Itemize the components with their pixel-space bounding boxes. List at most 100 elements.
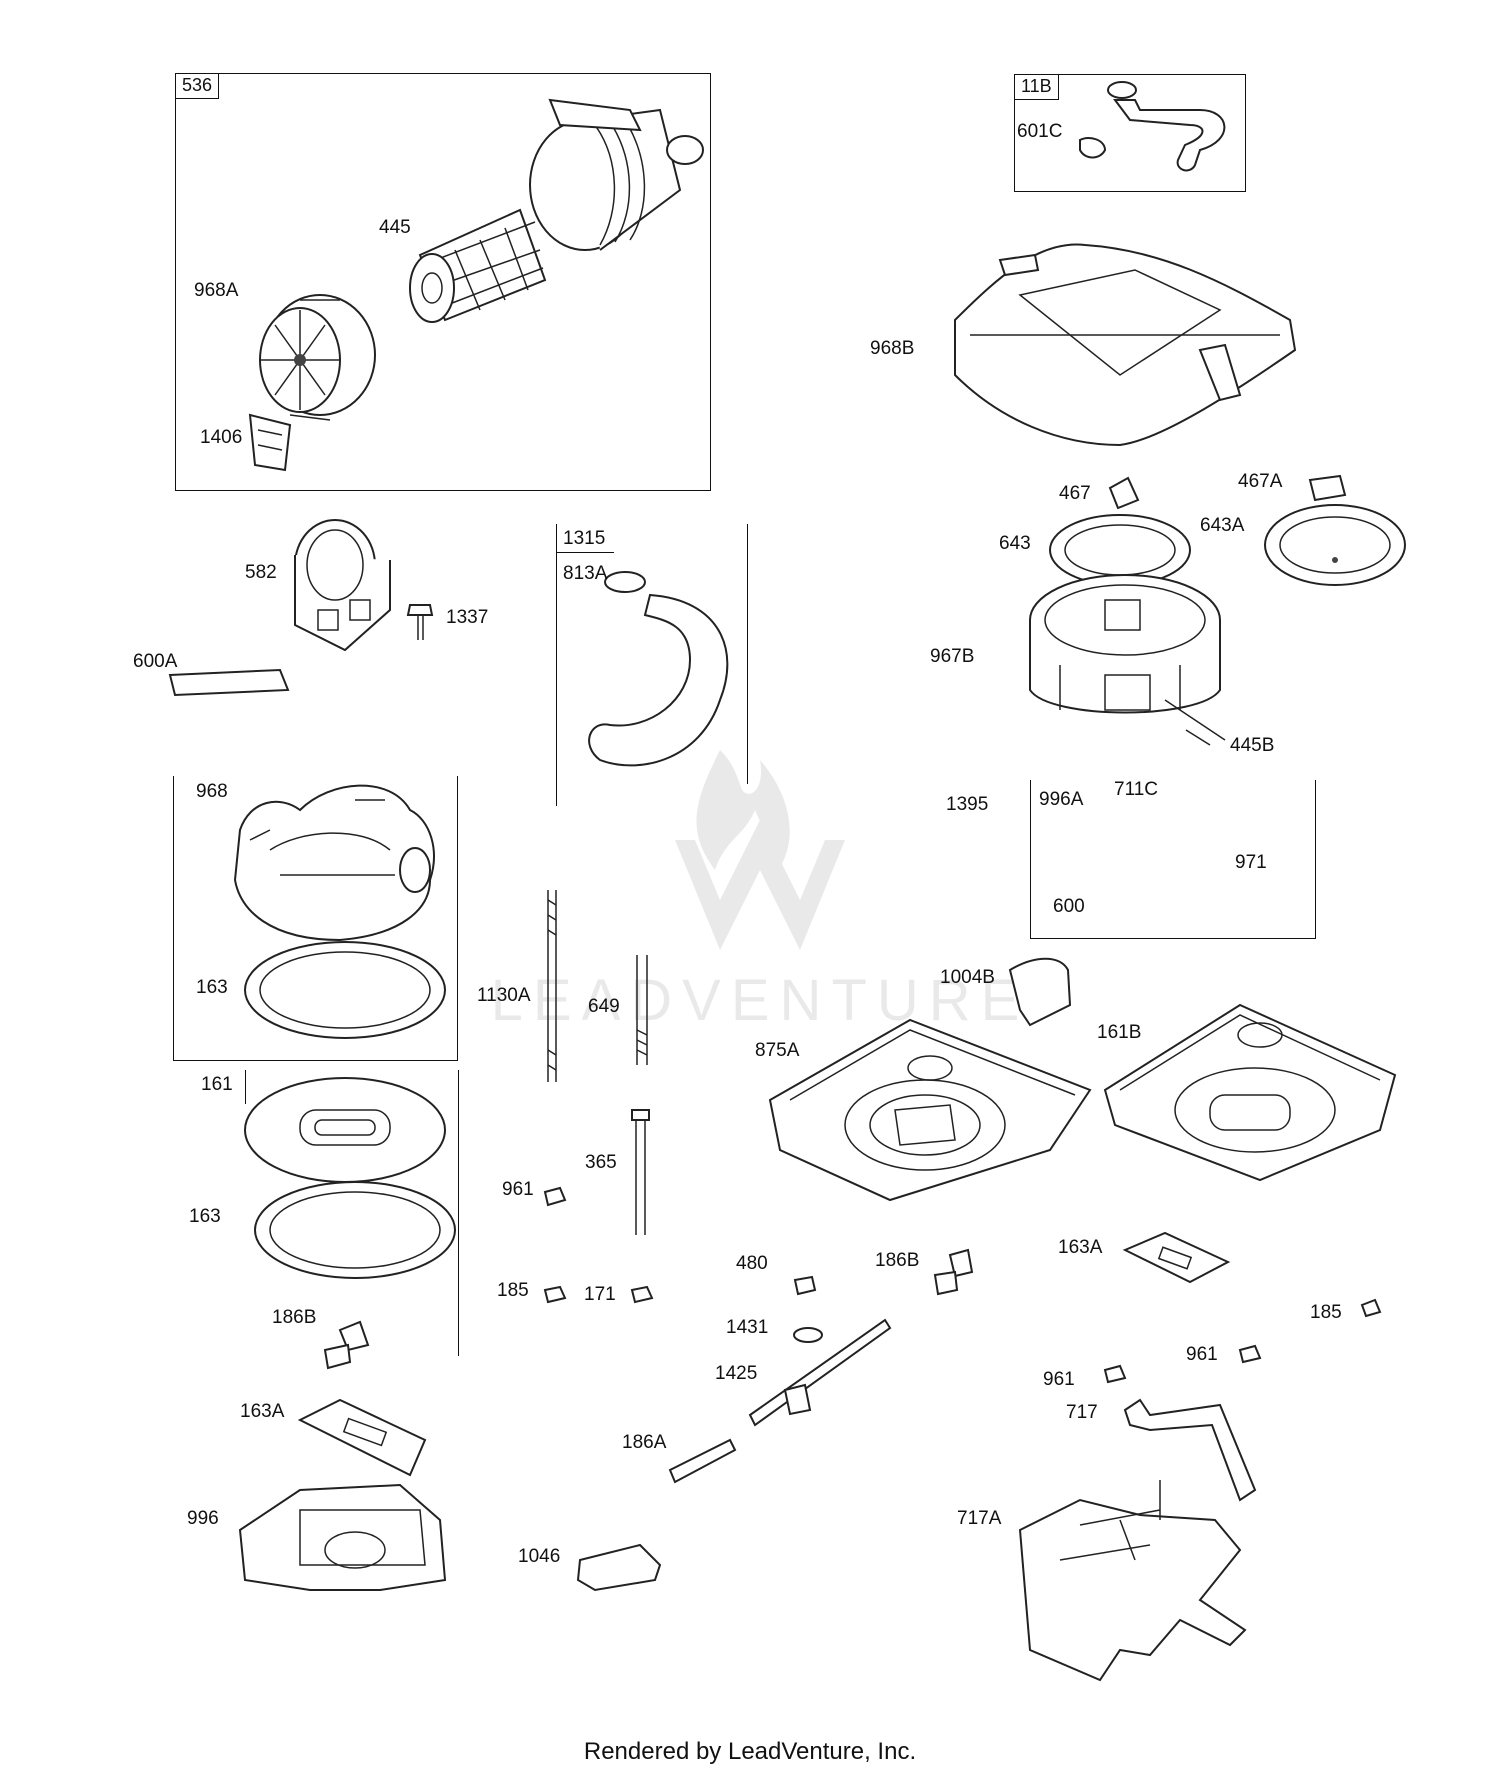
label-600: 600 [1053,896,1085,917]
hose-1315 [588,593,729,767]
label-480: 480 [736,1253,768,1274]
plate-996 [238,1483,447,1591]
label-467a: 467A [1238,471,1283,492]
air-cleaner-cover-968b [954,243,1297,447]
fitting-186b-left [323,1320,370,1370]
label-161: 161 [201,1074,233,1095]
tube-186a [668,1438,737,1484]
bracket-582 [294,519,391,652]
bracket-717a [1018,1480,1247,1682]
label-600a: 600A [133,651,178,672]
group-box-161 [212,1070,459,1356]
gasket-163-mid [254,1181,456,1279]
label-467: 467 [1059,483,1091,504]
part-1004b [1008,957,1072,1027]
pre-cleaner-967b [1029,574,1226,741]
air-cleaner-cover-968a [259,294,376,421]
filter-element-445 [409,208,547,323]
screw-961-right2 [1103,1364,1127,1384]
group-tag-11b: 11B [1014,74,1059,100]
group-box-968 [173,776,458,1061]
label-163a-right: 163A [1058,1237,1103,1258]
bolt-1337 [406,604,434,640]
label-711c: 711C [1114,779,1159,800]
group-tag-1315-underline [556,552,614,553]
label-1046: 1046 [518,1546,561,1567]
gasket-163a-right [1122,1231,1231,1284]
label-163a-left: 163A [240,1401,285,1422]
label-1004b: 1004B [940,967,995,988]
label-961-right2: 961 [1043,1369,1075,1390]
group-box-11b [1014,74,1246,192]
label-185-right: 185 [1310,1302,1342,1323]
gasket-163-top [244,941,446,1039]
group-box-536 [175,73,711,491]
air-cleaner-housing-536 [529,98,704,251]
decal-1406 [248,413,292,472]
fitting-186b-mid [933,1248,974,1296]
label-875a: 875A [755,1040,800,1061]
screw-961-right1 [1238,1344,1262,1364]
screw-480 [793,1275,817,1296]
label-171: 171 [584,1284,616,1305]
label-186b-left: 186B [272,1307,317,1328]
nut-185-left [543,1285,567,1304]
label-582: 582 [245,562,277,583]
group-tick-161 [245,1070,246,1104]
label-643: 643 [999,533,1031,554]
label-1130a: 1130A [477,985,531,1006]
label-813a: 813A [563,563,608,584]
base-161b [1103,1003,1397,1182]
label-968: 968 [196,781,228,802]
footer-credit: Rendered by LeadVenture, Inc. [583,1738,917,1765]
stud-649 [636,955,648,1065]
label-445: 445 [379,217,411,238]
screw-961-left [543,1186,567,1207]
nut-185-right [1360,1298,1382,1318]
group-tag-536: 536 [175,73,220,99]
plate-161 [244,1077,446,1183]
label-643a: 643A [1200,515,1245,536]
label-365: 365 [585,1152,617,1173]
label-186b-mid: 186B [875,1250,920,1271]
nut-171 [630,1285,654,1304]
label-971: 971 [1235,852,1267,873]
label-1337: 1337 [446,607,489,628]
group-bracket-1315-left [556,524,557,806]
label-968b: 968B [870,338,915,359]
label-1425: 1425 [715,1363,758,1384]
tray-875a [768,1018,1092,1202]
label-717: 717 [1066,1402,1098,1423]
svg-text:LEADVENTURE: LEADVENTURE [491,968,1030,1030]
shield-600a [168,668,290,697]
label-163-mid: 163 [189,1206,221,1227]
label-961-right1: 961 [1186,1344,1218,1365]
clip-467a [1308,474,1347,502]
washer-1431 [793,1327,823,1343]
label-445b: 445B [1230,735,1275,756]
label-1395: 1395 [946,794,989,815]
clamp-813a [604,571,646,593]
bracket-717 [1123,1398,1257,1502]
label-163-top: 163 [196,977,228,998]
group-box-996a [1030,780,1316,939]
base-968 [233,784,435,942]
part-1046 [576,1543,662,1592]
label-996a: 996A [1039,789,1084,810]
bolt-365 [635,1115,646,1235]
label-996: 996 [187,1508,219,1529]
label-649: 649 [588,996,620,1017]
label-1431: 1431 [726,1317,769,1338]
label-186a: 186A [622,1432,667,1453]
hose-11b [1079,81,1226,172]
screen-643a [1264,504,1406,586]
label-967b: 967B [930,646,975,667]
label-601c: 601C [1017,121,1063,142]
gasket-163a-left [297,1398,427,1477]
group-bracket-1315-right [747,524,748,784]
clip-467 [1108,476,1140,510]
label-161b: 161B [1097,1022,1142,1043]
label-717a: 717A [957,1508,1002,1529]
